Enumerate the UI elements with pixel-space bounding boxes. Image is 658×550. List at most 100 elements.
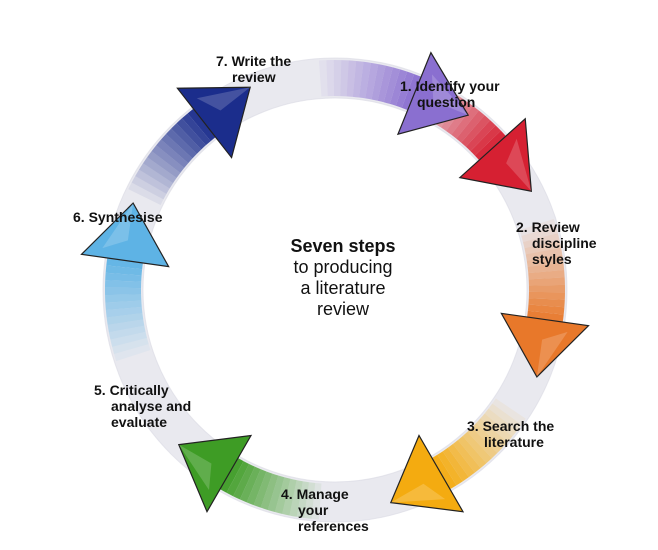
step-5-tail-segment [105, 280, 142, 289]
step-2-tail-segment [526, 255, 564, 267]
step-4-tail-segment [226, 461, 250, 497]
step-5-tail-segment [105, 306, 143, 318]
step-6-tail-segment [131, 175, 167, 200]
step-2-tail-segment [528, 284, 565, 293]
step-2-tail-segment [527, 262, 565, 274]
step-6-arrow-head-icon [176, 86, 251, 159]
step-6-line1: 6. Synthesise [73, 209, 163, 225]
step-7-tail-segment [340, 60, 349, 97]
step-2-label: 2. Review discipline styles [516, 219, 597, 267]
step-6-label: 6. Synthesise [73, 209, 163, 225]
step-3-tail-segment [447, 444, 475, 478]
step-1-tail-segment [470, 125, 501, 156]
step-6-tail-segment [139, 163, 174, 189]
step-2-tail-segment [525, 247, 563, 261]
step-2-tail-segment [528, 291, 565, 300]
step-2-arrow-head-icon [500, 312, 590, 378]
ring-outer-edge [102, 57, 568, 523]
step-3-line1: 3. Search the [467, 418, 555, 434]
step-3-tail-segment [462, 431, 492, 464]
step-2-tail-segment [523, 233, 560, 249]
step-6-tail-segment [166, 128, 197, 159]
step-2-tail-segment [527, 304, 565, 315]
arrow-heads [80, 51, 590, 514]
step-3-tail-segment [457, 436, 487, 469]
step-6-tail-segment [143, 157, 177, 184]
step-6-tail-segment [147, 151, 181, 178]
step-4-tail-segment [296, 481, 309, 518]
step-4-line1: 4. Manage [281, 486, 349, 502]
step-1-label: 1. Identify your question [400, 78, 500, 110]
step-4-arrow-head-icon [177, 434, 253, 514]
step-7-tail-segment [377, 65, 393, 103]
step-3-arrow-highlight [390, 483, 446, 503]
step-5-label: 5. Critically analyse and evaluate [94, 382, 191, 430]
step-7-tail-segment [352, 60, 364, 98]
step-7-tail-segment [371, 64, 386, 101]
step-5-tail-segment [106, 257, 143, 270]
step-1-line1: 1. Identify your [400, 78, 500, 94]
step-2-tail-segment [519, 218, 556, 237]
step-3-tail-segment [452, 440, 481, 473]
step-7-tail-segment [318, 60, 328, 97]
center-title: Seven steps to producing a literature re… [238, 236, 448, 320]
step-4-tail-segment [304, 482, 316, 519]
step-7-tail-segment [383, 67, 401, 104]
step-3-tail-segment [476, 418, 508, 448]
step-5-arrow-highlight [102, 203, 134, 249]
step-6-tail-segment [176, 118, 206, 150]
step-4-line2: your references [298, 502, 369, 534]
step-7-tail-segment [401, 74, 422, 111]
step-4-label: 4. Manage your references [281, 486, 369, 534]
step-4-tail-segment [311, 482, 322, 520]
step-7-label: 7. Write the review [216, 53, 291, 85]
step-5-tail-segment [105, 300, 142, 311]
step-7-tail-segment [326, 60, 335, 97]
step-5-tail-segment [112, 337, 149, 354]
step-5-tail-segment [105, 272, 142, 282]
step-2-tail-segment [521, 226, 558, 243]
step-4-tail-segment [274, 477, 291, 514]
step-4-tail-segment [220, 458, 244, 493]
step-5-tail-segment [114, 343, 151, 362]
step-6-tail-segment [151, 145, 185, 173]
step-6-tail-segment [181, 113, 211, 146]
step-3-tail-segment [488, 403, 522, 431]
step-4-tail-segment [233, 463, 255, 500]
step-6-tail-segment [135, 169, 170, 194]
step-5-tail-segment [110, 331, 147, 347]
step-5-tail-segment [107, 319, 145, 333]
cycle-ring [102, 57, 568, 523]
step-5-arrow-head-icon [80, 202, 170, 268]
step-1-line2: question [417, 94, 476, 110]
step-3-tail-segment [467, 427, 498, 459]
step-3-tail-segment [484, 408, 517, 437]
step-2-tail-segment [527, 310, 564, 323]
step-4-tail-segment [282, 478, 297, 516]
step-4-tail-segment [289, 480, 303, 517]
step-7-tail-segment [333, 60, 342, 97]
step-2-tail-segment [528, 277, 565, 286]
step-6-tail-segment [156, 139, 189, 168]
step-4-tail-segment [239, 466, 261, 503]
step-6-tail-segment [128, 182, 164, 205]
center-title-main: Seven steps [290, 236, 396, 256]
step-6-tail-segment [187, 108, 216, 142]
step-5-tail-segment [105, 294, 142, 303]
step-3-tail-segment [432, 454, 457, 490]
step-5-tail-segment [108, 325, 146, 340]
step-3-line2: literature [484, 434, 544, 450]
step-2-tail-segment [528, 298, 565, 308]
step-2-arrow-highlight [536, 331, 568, 377]
step-4-tail-segment [253, 471, 273, 508]
step-1-tail-segment [465, 120, 496, 152]
step-1-tail-segment [461, 115, 491, 147]
step-4-arrow-highlight [178, 444, 212, 490]
step-5-line2: analyse and evaluate [111, 398, 192, 430]
step-2-tail-segment [528, 269, 565, 280]
step-5-tail-segment [106, 313, 144, 325]
step-1-tail-segment [456, 110, 485, 143]
step-6-tail-segment [171, 123, 202, 154]
step-6-tail-segment [161, 133, 193, 164]
